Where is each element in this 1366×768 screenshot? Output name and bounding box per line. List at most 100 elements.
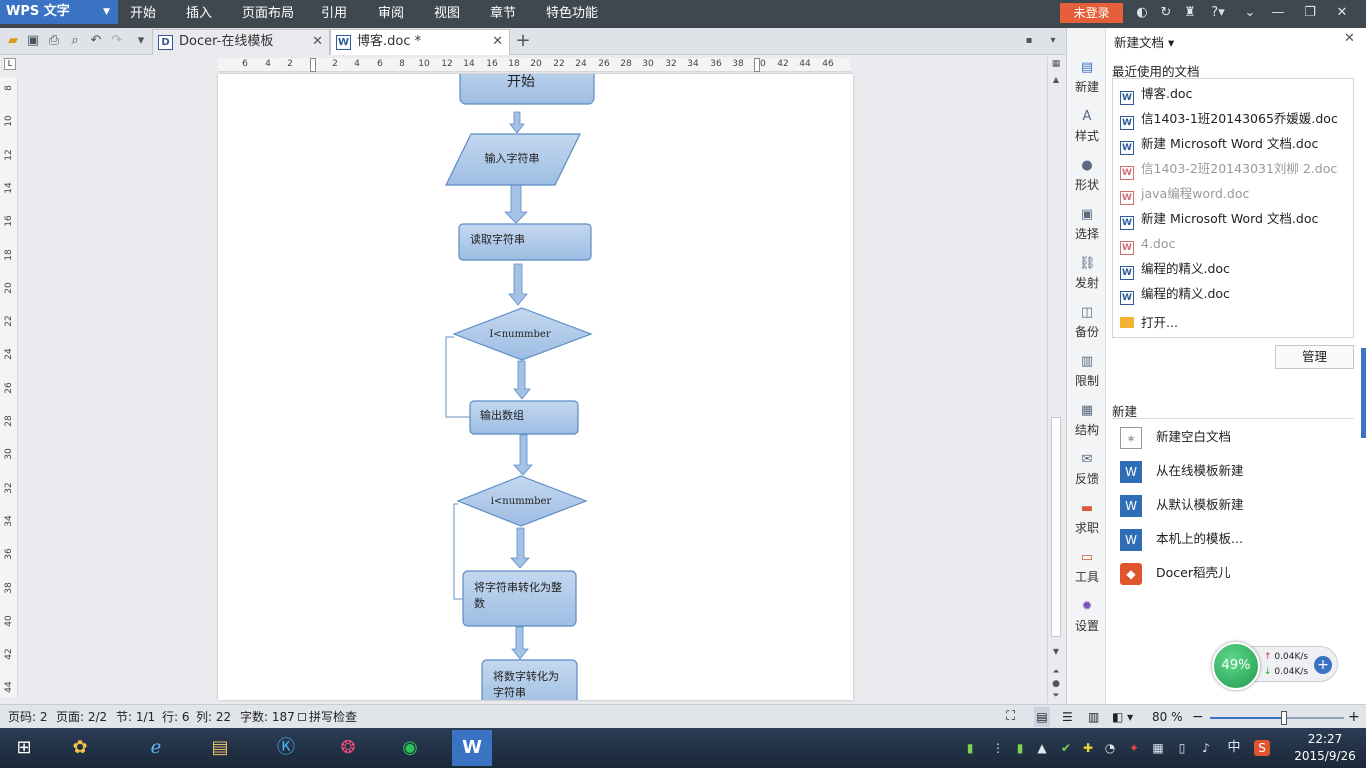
sidebar-item-restrict[interactable]: ▥限制 <box>1067 354 1107 389</box>
new-tab-plus-icon[interactable]: + <box>515 30 531 51</box>
condition-2-diamond[interactable] <box>456 475 588 527</box>
menu-page-layout[interactable]: 页面布局 <box>242 6 295 21</box>
convert-string-box[interactable] <box>462 570 577 627</box>
save-icon[interactable]: ▣ <box>26 33 40 48</box>
print-preview-icon[interactable]: ⌕ <box>71 33 79 48</box>
sync-icon[interactable]: ↻ <box>1160 5 1172 20</box>
tab-docer-templates[interactable]: D Docer-在线模板 ✕ <box>152 29 330 55</box>
close-icon[interactable]: ✕ <box>1336 5 1348 20</box>
butterfly-icon[interactable]: ✦ <box>1128 741 1140 755</box>
clock-date[interactable]: 2015/9/26 <box>1294 749 1356 763</box>
web-view-icon[interactable]: ▥ <box>1088 710 1100 724</box>
vertical-scrollbar[interactable]: ▦ ▲ ▼ ⏶ ● ⏷ <box>1047 57 1064 703</box>
shirt-icon[interactable]: ♜ <box>1184 5 1196 20</box>
wps-app-menu-button[interactable]: WPS 文字 ▼ <box>0 0 118 24</box>
tab-list-icon[interactable]: ▪ <box>1025 35 1033 46</box>
skin-icon[interactable]: ◐ <box>1136 5 1148 20</box>
sidebar-item-settings[interactable]: ✹设置 <box>1067 599 1107 634</box>
open-folder-icon[interactable]: ▰ <box>8 33 18 48</box>
pane-close-icon[interactable]: ✕ <box>1344 31 1355 46</box>
outline-view-icon[interactable]: ☰ <box>1062 710 1073 724</box>
menu-insert[interactable]: 插入 <box>186 6 213 21</box>
scroll-down-icon[interactable]: ▼ <box>1052 647 1060 656</box>
next-page-icon[interactable]: ⏷ <box>1052 691 1060 701</box>
fullscreen-icon[interactable]: ⛶ <box>1006 709 1016 724</box>
status-words[interactable]: 字数: 187 <box>240 710 295 724</box>
iqiyi-icon[interactable]: ◉ <box>402 737 418 758</box>
sogou-icon[interactable]: S <box>1254 740 1270 756</box>
sidebar-item-feedback[interactable]: ✉反馈 <box>1067 452 1107 487</box>
spell-check-toggle[interactable]: 拼写检查 <box>298 705 357 729</box>
indent-marker[interactable] <box>754 58 760 72</box>
start-box[interactable] <box>459 74 595 105</box>
tab-close-icon[interactable]: ✕ <box>312 34 323 49</box>
input-shape[interactable] <box>445 133 581 186</box>
tab-blog-doc[interactable]: W 博客.doc * ✕ <box>330 29 510 55</box>
help-button[interactable]: ?▾ <box>1211 5 1225 20</box>
zoom-level[interactable]: 80 % <box>1152 710 1183 724</box>
plus-tray-icon[interactable]: ✚ <box>1082 741 1094 755</box>
color-app-icon[interactable]: ❂ <box>340 737 356 758</box>
zoom-slider-thumb[interactable] <box>1280 711 1287 725</box>
battery-icon[interactable]: ▮ <box>966 741 974 755</box>
phone-icon[interactable]: ▯ <box>1178 741 1186 755</box>
pinned-app-icon[interactable]: ✿ <box>72 737 88 758</box>
network-warning-icon[interactable]: ◔ <box>1104 741 1116 755</box>
condition-1-diamond[interactable] <box>452 307 593 361</box>
menu-features[interactable]: 特色功能 <box>546 6 599 21</box>
menu-references[interactable]: 引用 <box>321 6 348 21</box>
sidebar-item-select[interactable]: ▣选择 <box>1067 207 1107 242</box>
select-browse-icon[interactable]: ● <box>1052 679 1060 689</box>
reading-view-icon[interactable]: ◧ ▾ <box>1112 710 1134 724</box>
sidebar-item-structure[interactable]: ▦结构 <box>1067 403 1107 438</box>
wps-writer-taskbar-icon[interactable]: W <box>452 730 492 766</box>
volume-icon[interactable]: ♪ <box>1202 741 1210 755</box>
input-method-icon[interactable]: 中 <box>1227 740 1241 755</box>
new-item-blank-doc[interactable]: ✶新建空白文档 <box>1120 425 1231 449</box>
show-hidden-icons[interactable]: ▲ <box>1037 741 1047 755</box>
zoom-in-icon[interactable]: + <box>1348 709 1360 725</box>
clock-time[interactable]: 22:27 <box>1307 732 1343 746</box>
document-page[interactable]: 开始 输入字符串 读取字符串 I<nummber 输出数组 i<nummber <box>218 74 853 700</box>
new-item-docer[interactable]: ◆Docer稻壳儿 <box>1120 561 1230 585</box>
ruler-toggle-icon[interactable]: L <box>4 58 16 70</box>
tab-close-icon[interactable]: ✕ <box>492 34 503 49</box>
menu-chapter[interactable]: 章节 <box>490 6 517 21</box>
zoom-out-icon[interactable]: − <box>1192 709 1204 725</box>
kugou-icon[interactable]: Ⓚ <box>277 737 295 758</box>
net-plus-icon[interactable]: + <box>1314 656 1332 674</box>
sidebar-item-toolbox[interactable]: ▭工具 <box>1067 550 1107 585</box>
prev-page-icon[interactable]: ⏶ <box>1052 667 1060 677</box>
undo-icon[interactable]: ↶ <box>90 33 102 48</box>
sidebar-item-new-doc[interactable]: ▤新建 <box>1067 60 1107 95</box>
page-view-icon[interactable]: ▤ <box>1034 707 1050 727</box>
login-button[interactable]: 未登录 <box>1060 3 1123 23</box>
manage-button[interactable]: 管理 <box>1275 345 1354 369</box>
network-icon[interactable]: ▦ <box>1152 741 1164 755</box>
quick-access-dropdown-icon[interactable]: ▾ <box>137 33 145 48</box>
minimize-icon[interactable]: — <box>1271 5 1285 20</box>
sidebar-item-backup[interactable]: ◫备份 <box>1067 305 1107 340</box>
read-box[interactable] <box>458 223 592 261</box>
chevron-down-icon[interactable]: ⌄ <box>1244 5 1256 20</box>
pane-resize-handle[interactable] <box>1361 348 1366 438</box>
indent-marker[interactable] <box>310 58 316 72</box>
zoom-slider-track[interactable] <box>1210 711 1344 725</box>
security-icon[interactable]: ✔ <box>1060 741 1072 755</box>
convert-number-box[interactable] <box>481 659 578 700</box>
menu-review[interactable]: 审阅 <box>378 6 405 21</box>
sidebar-item-link[interactable]: ⛓发射 <box>1067 256 1107 291</box>
